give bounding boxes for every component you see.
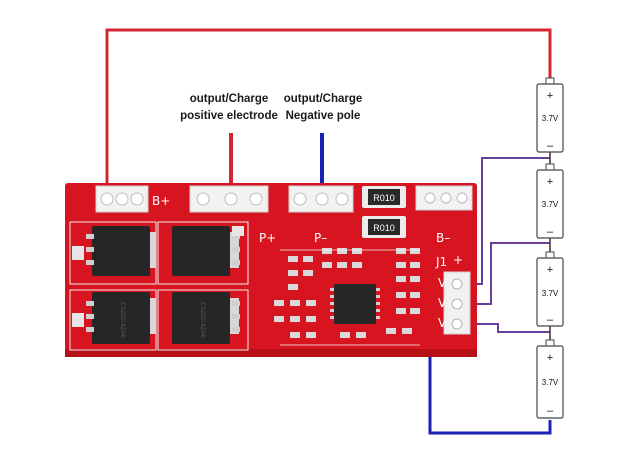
cell-3-minus: – xyxy=(547,314,554,326)
resistor-2-label: R010 xyxy=(373,223,395,233)
cell-3-voltage: 3.7V xyxy=(542,289,559,298)
cell-4-minus: – xyxy=(547,405,554,417)
cell-2-minus: – xyxy=(547,226,554,238)
cell-2-voltage: 3.7V xyxy=(542,200,559,209)
silk-p-plus: P+ xyxy=(259,231,276,245)
negative-label-line2: Negative pole xyxy=(286,110,361,122)
silk-b-minus: B– xyxy=(436,231,450,245)
mosfet-2 xyxy=(172,226,240,276)
balance-pin-label: V xyxy=(438,316,447,330)
silk-j1: J1 xyxy=(435,255,447,269)
balance-wire-3 xyxy=(467,323,550,333)
shunt-resistor-1: R010 xyxy=(362,186,406,208)
battery-cell-1: + 3.7V – xyxy=(536,77,564,153)
resistor-1-label: R010 xyxy=(373,193,395,203)
balance-pin-label: V xyxy=(438,276,447,290)
small-component xyxy=(72,313,84,327)
cell-1-plus: + xyxy=(547,90,553,102)
negative-label-line1: output/Charge xyxy=(284,93,363,105)
mosfet-4: CS2C0 8ZA6 xyxy=(172,292,240,344)
smd-components xyxy=(274,248,420,338)
battery-stack: + 3.7V – + 3.7V – + 3.7V – + 3.7V – xyxy=(536,77,564,419)
balance-wire-2 xyxy=(467,242,550,305)
b-plus-wire xyxy=(105,28,552,196)
balance-pin-label: V xyxy=(438,296,447,310)
balance-connector-j1: V V V xyxy=(438,271,471,335)
silk-plus-mark: + xyxy=(453,253,463,267)
p-minus-terminal xyxy=(288,185,354,213)
battery-cell-3: + 3.7V – xyxy=(536,251,564,327)
p-plus-terminal xyxy=(189,185,269,213)
cell-3-plus: + xyxy=(547,264,553,276)
cell-4-plus: + xyxy=(547,352,553,364)
cell-1-minus: – xyxy=(547,140,554,152)
mosfet-1 xyxy=(86,226,156,276)
small-component xyxy=(232,226,244,236)
cell-4-voltage: 3.7V xyxy=(542,378,559,387)
positive-label-line1: output/Charge xyxy=(190,93,269,105)
battery-cell-4: + 3.7V – xyxy=(536,339,564,419)
terminal-labels: output/Charge positive electrode output/… xyxy=(180,93,362,122)
cell-1-voltage: 3.7V xyxy=(542,114,559,123)
shunt-resistor-2: R010 xyxy=(362,216,406,238)
small-component xyxy=(72,246,84,260)
pcb-board: CS2C0 8ZA6 CS2C0 8ZA6 R010 R010 xyxy=(65,183,477,357)
cell-2-plus: + xyxy=(547,176,553,188)
b-plus-terminal xyxy=(95,185,149,213)
positive-label-line2: positive electrode xyxy=(180,110,278,122)
battery-cell-2: + 3.7V – xyxy=(536,163,564,239)
silk-p-minus: P– xyxy=(314,231,327,245)
mosfet-3-marking: CS2C0 8ZA6 xyxy=(119,302,125,338)
mosfet-3: CS2C0 8ZA6 xyxy=(86,292,156,344)
silk-b-plus: B+ xyxy=(152,194,170,208)
mosfet-4-marking: CS2C0 8ZA6 xyxy=(199,302,205,338)
control-ic xyxy=(330,284,380,324)
b-minus-terminal xyxy=(415,185,473,211)
